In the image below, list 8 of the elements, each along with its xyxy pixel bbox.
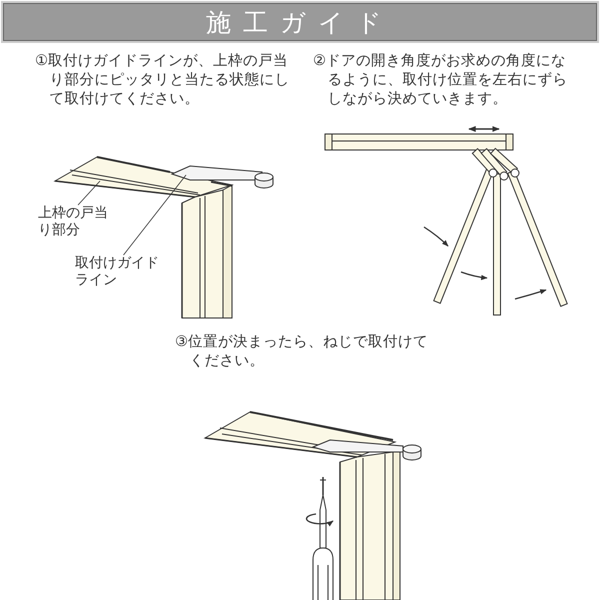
leader-line (123, 174, 186, 256)
title-banner: 施工ガイド (3, 3, 597, 41)
instruction-text: ③位置が決まったら、ねじで取付けてください。 (175, 333, 429, 371)
leader-line (78, 180, 100, 206)
callout-label: 上枠の戸当り部分 (38, 205, 111, 239)
instruction-text: ①取付けガイドラインが、上枠の戸当り部分にピッタリと当たる状態にして取付けてください。 (35, 52, 290, 109)
callout-label: 取付けガイドライン (75, 255, 164, 289)
instruction-text: ②ドアの開き角度がお求めの角度になるように、取付け位置を左右にずらしながら決めていきます。 (313, 52, 568, 109)
